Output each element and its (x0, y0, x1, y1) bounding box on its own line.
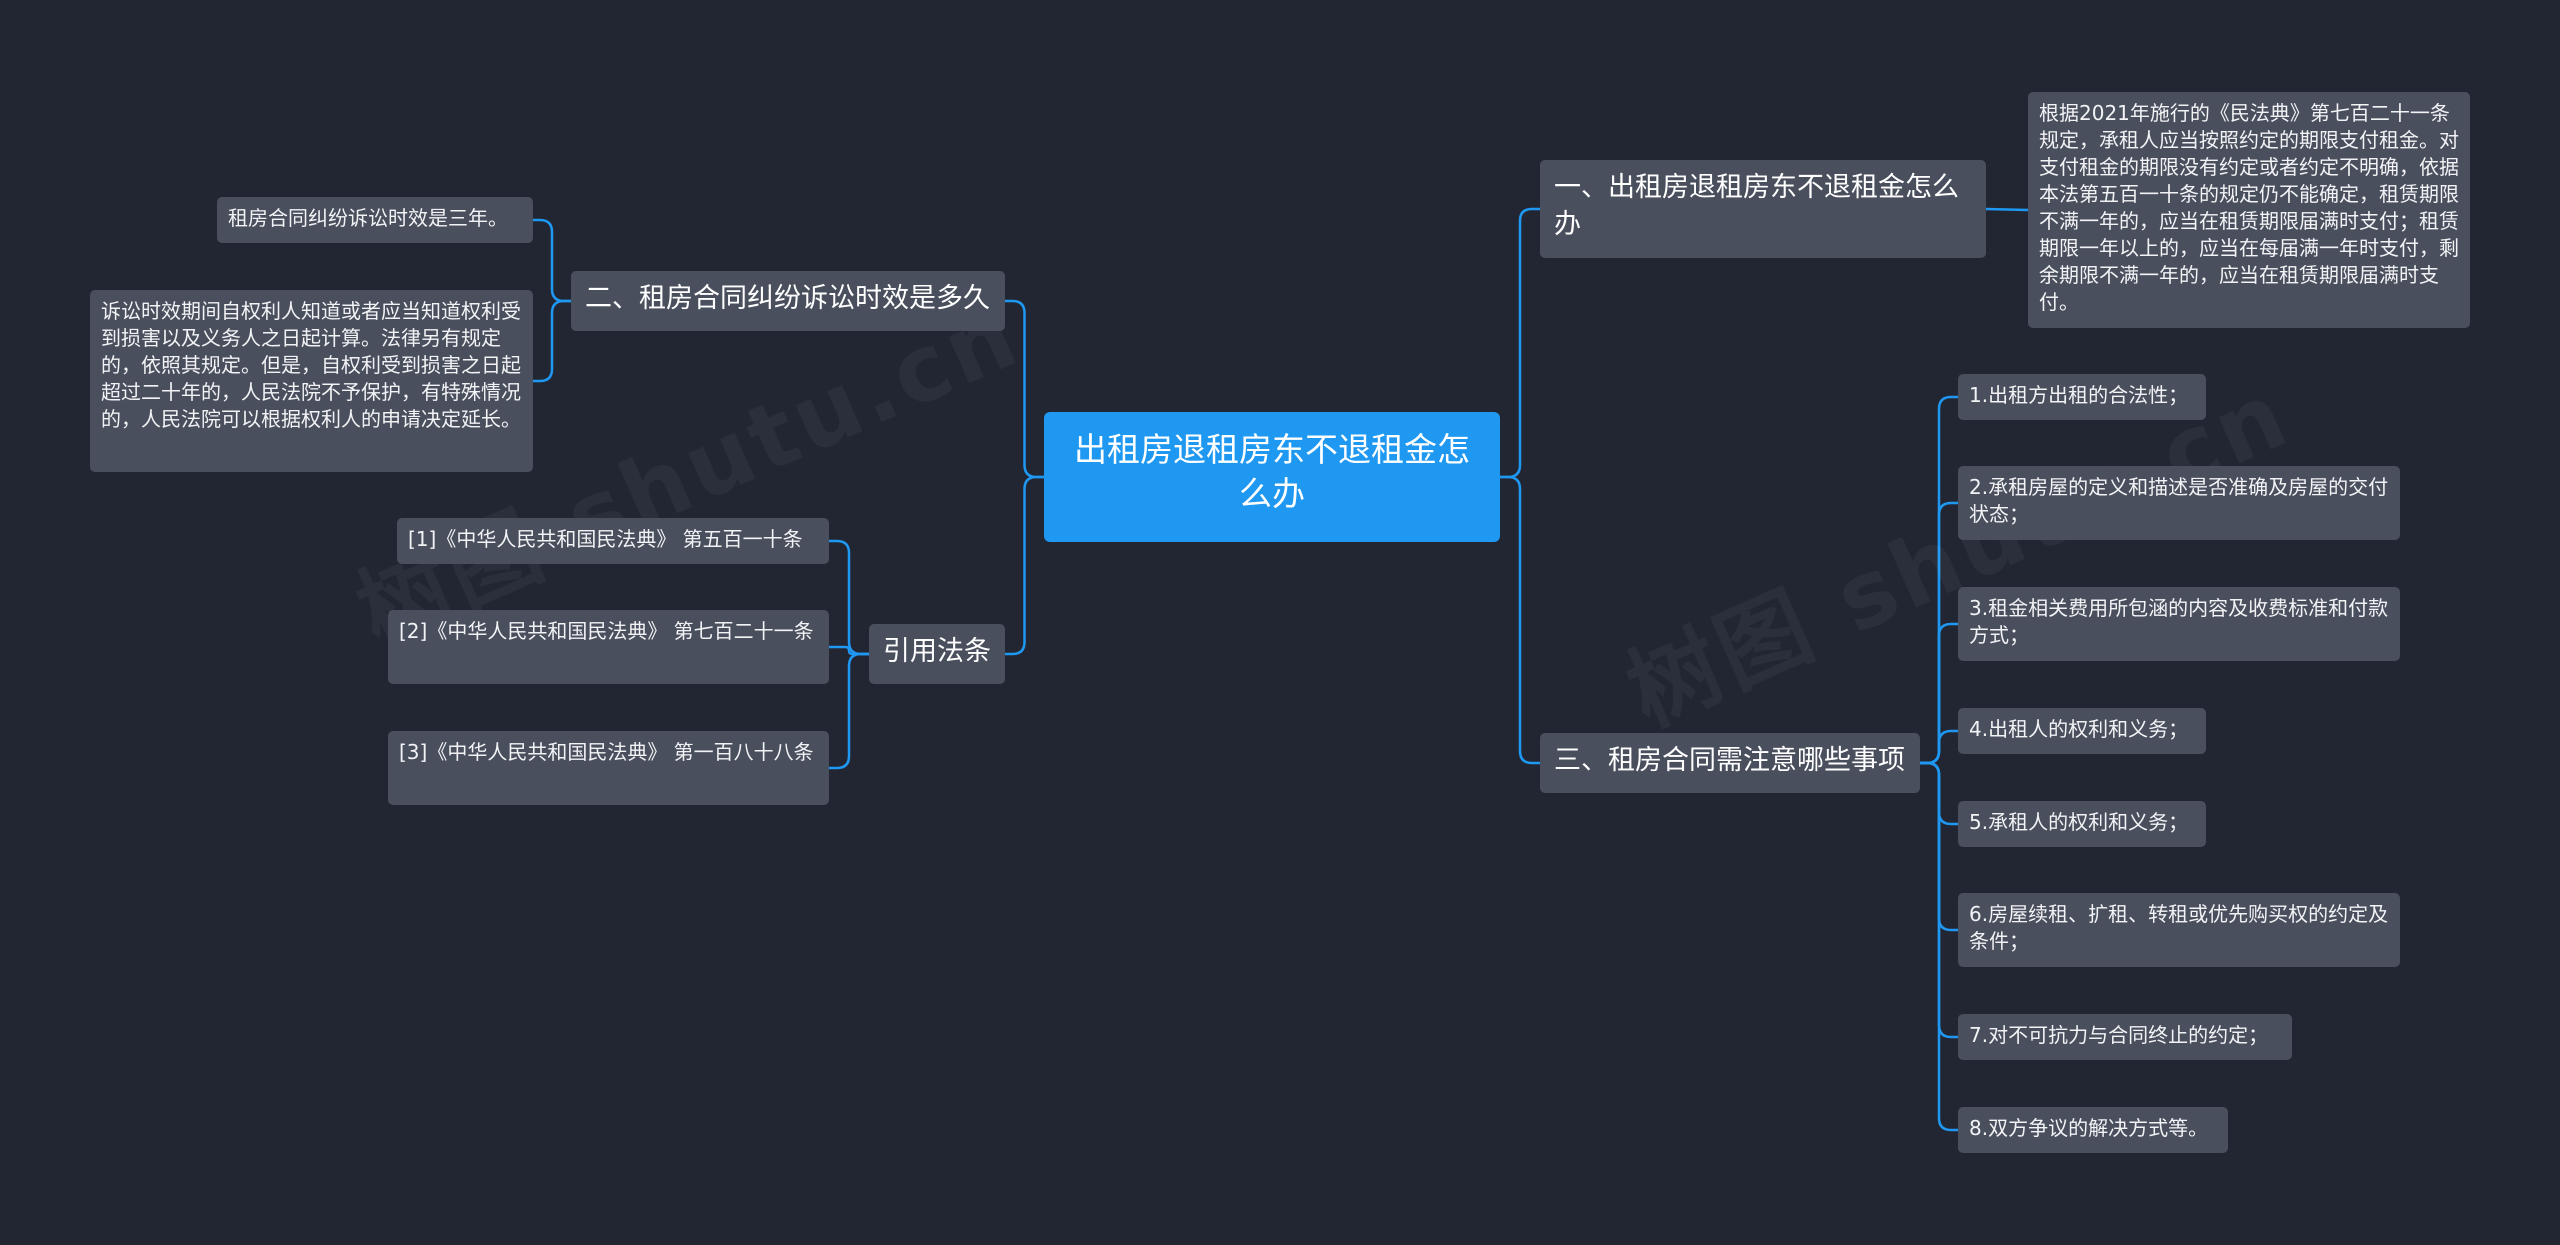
leaf-cited-law-3[interactable]: [3]《中华人民共和国民法典》 第一百八十八条 (388, 731, 829, 805)
leaf-text: 诉讼时效期间自权利人知道或者应当知道权利受到损害以及义务人之日起计算。法律另有规… (101, 299, 521, 431)
leaf-civil-code-article-721[interactable]: 根据2021年施行的《民法典》第七百二十一条规定，承租人应当按照约定的期限支付租… (2028, 92, 2470, 328)
connector-line (829, 539, 869, 656)
leaf-text: [1]《中华人民共和国民法典》 第五百一十条 (408, 527, 803, 551)
branch-cited-laws[interactable]: 引用法条 (869, 624, 1005, 684)
leaf-note-4[interactable]: 4.出租人的权利和义务； (1958, 708, 2206, 754)
leaf-note-8[interactable]: 8.双方争议的解决方式等。 (1958, 1107, 2228, 1153)
connector-line (829, 652, 869, 770)
root-topic-label: 出租房退租房东不退租金怎么办 (1074, 430, 1470, 513)
branch-contract-notes[interactable]: 三、租房合同需注意哪些事项 (1540, 733, 1920, 793)
connector-line (533, 299, 571, 383)
leaf-text: 7.对不可抗力与合同终止的约定； (1969, 1023, 2269, 1047)
leaf-note-6[interactable]: 6.房屋续租、扩租、转租或优先购买权的约定及条件； (1958, 893, 2400, 967)
leaf-text: 租房合同纠纷诉讼时效是三年。 (228, 206, 508, 230)
connector-line (1005, 475, 1044, 656)
leaf-text: 1.出租方出租的合法性； (1969, 383, 2189, 407)
leaf-limitation-detail[interactable]: 诉讼时效期间自权利人知道或者应当知道权利受到损害以及义务人之日起计算。法律另有规… (90, 290, 533, 472)
leaf-text: [2]《中华人民共和国民法典》 第七百二十一条 (399, 619, 814, 643)
leaf-text: [3]《中华人民共和国民法典》 第一百八十八条 (399, 740, 814, 764)
leaf-text: 8.双方争议的解决方式等。 (1969, 1116, 2209, 1140)
leaf-note-5[interactable]: 5.承租人的权利和义务； (1958, 801, 2206, 847)
connector-line (1005, 299, 1044, 479)
leaf-text: 3.租金相关费用所包涵的内容及收费标准和付款方式； (1969, 596, 2389, 647)
leaf-note-3[interactable]: 3.租金相关费用所包涵的内容及收费标准和付款方式； (1958, 587, 2400, 661)
connector-line (1500, 207, 1540, 479)
branch-cited-laws-label: 引用法条 (883, 636, 991, 667)
connector-line (1500, 475, 1540, 765)
root-topic[interactable]: 出租房退租房东不退租金怎么办 (1044, 412, 1500, 542)
branch-limitation-period-label: 二、租房合同纠纷诉讼时效是多久 (585, 283, 990, 314)
leaf-note-2[interactable]: 2.承租房屋的定义和描述是否准确及房屋的交付状态； (1958, 466, 2400, 540)
leaf-note-1[interactable]: 1.出租方出租的合法性； (1958, 374, 2206, 420)
branch-what-to-do-label: 一、出租房退租房东不退租金怎么办 (1554, 172, 1959, 240)
leaf-text: 2.承租房屋的定义和描述是否准确及房屋的交付状态； (1969, 475, 2389, 526)
leaf-cited-law-2[interactable]: [2]《中华人民共和国民法典》 第七百二十一条 (388, 610, 829, 684)
connector-line (829, 645, 869, 656)
leaf-limitation-three-years[interactable]: 租房合同纠纷诉讼时效是三年。 (217, 197, 533, 243)
connector-line (1920, 761, 1958, 1132)
branch-contract-notes-label: 三、租房合同需注意哪些事项 (1554, 745, 1905, 776)
branch-limitation-period[interactable]: 二、租房合同纠纷诉讼时效是多久 (571, 271, 1005, 331)
leaf-cited-law-1[interactable]: [1]《中华人民共和国民法典》 第五百一十条 (397, 518, 829, 564)
leaf-text: 5.承租人的权利和义务； (1969, 810, 2189, 834)
connector-line (1985, 207, 2029, 212)
leaf-text: 4.出租人的权利和义务； (1969, 717, 2189, 741)
leaf-text: 6.房屋续租、扩租、转租或优先购买权的约定及条件； (1969, 902, 2389, 953)
branch-what-to-do[interactable]: 一、出租房退租房东不退租金怎么办 (1540, 160, 1986, 258)
leaf-text: 根据2021年施行的《民法典》第七百二十一条规定，承租人应当按照约定的期限支付租… (2039, 101, 2459, 314)
connector-line (533, 218, 571, 303)
leaf-note-7[interactable]: 7.对不可抗力与合同终止的约定； (1958, 1014, 2292, 1060)
